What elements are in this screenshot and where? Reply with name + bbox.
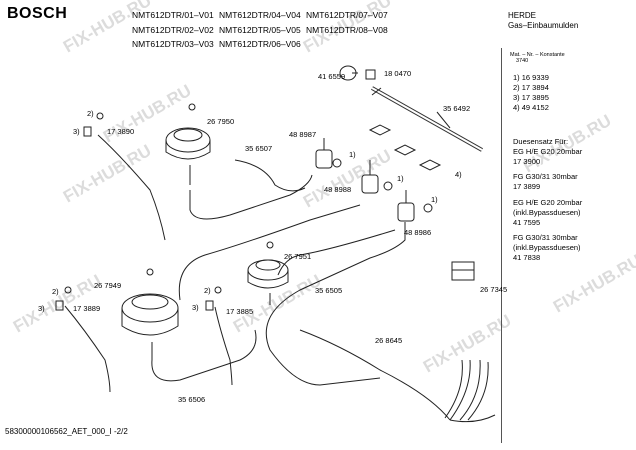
callout-label: 2) — [87, 109, 94, 118]
part-label: 17 3889 — [73, 304, 101, 313]
callout-label: 3) — [192, 303, 199, 312]
model-number: NMT612DTR/07–V07 — [306, 10, 388, 20]
note: EG H/E G20 20mbar — [513, 198, 583, 207]
callout-label: 4) — [455, 170, 462, 179]
model-number: NMT612DTR/06–V06 — [219, 39, 301, 49]
part-label: 17 3885 — [226, 307, 254, 316]
thermocouple-wire — [97, 134, 166, 241]
model-number: NMT612DTR/01–V01 — [132, 10, 214, 20]
model-number: NMT612DTR/08–V08 — [306, 25, 388, 35]
note: FG G30/31 30mbar — [513, 233, 578, 242]
gas-tube — [277, 229, 396, 276]
model-number: NMT612DTR/03–V03 — [132, 39, 214, 49]
product-subcategory: Gas–Einbaumulden — [508, 21, 579, 30]
part-label: 17 3890 — [107, 127, 135, 136]
burner-cup — [121, 293, 179, 323]
gas-valve — [315, 149, 333, 169]
part-label: 48 8988 — [324, 185, 352, 194]
callout-label: 1) — [349, 150, 356, 159]
part-label: 41 6559 — [318, 72, 346, 81]
part-label: 48 8986 — [404, 228, 432, 237]
document-footer: 58300000106562_AET_000_I -2/2 — [5, 427, 128, 436]
callout-label: 3) — [38, 304, 45, 313]
ignition-module — [451, 261, 475, 281]
note: 4) 49 4152 — [513, 103, 549, 112]
part-label: 35 6505 — [315, 286, 343, 295]
part-label: 35 6492 — [443, 104, 471, 113]
note: 41 7838 — [513, 253, 541, 262]
clip — [418, 159, 442, 171]
part-label: 26 7950 — [207, 117, 235, 126]
part-label: 26 7949 — [94, 281, 122, 290]
part-label: 26 8645 — [375, 336, 403, 345]
thermocouple-wire — [214, 306, 233, 386]
callout-label: 1) — [397, 174, 404, 183]
part-label: 26 7951 — [284, 252, 312, 261]
model-number: NMT612DTR/02–V02 — [132, 25, 214, 35]
callout-label: 2) — [52, 287, 59, 296]
note: 3) 17 3895 — [513, 93, 549, 102]
note: 17 3900 — [513, 157, 541, 166]
seal-ring — [365, 69, 376, 80]
gas-valve — [397, 202, 415, 222]
gas-tube — [189, 174, 313, 220]
material-label: Mat. – Nr. – Konstante — [510, 52, 565, 58]
gas-tube — [234, 159, 306, 192]
model-number: NMT612DTR/05–V05 — [219, 25, 301, 35]
part-label: 35 6506 — [178, 395, 206, 404]
clip — [368, 124, 392, 136]
gas-tube — [178, 204, 361, 301]
clip — [393, 144, 417, 156]
divider — [501, 48, 502, 443]
note: Duesensatz Für: — [513, 137, 569, 146]
note: (inkl.Bypassduesen) — [513, 208, 581, 217]
note: EG H/E G20 20mbar — [513, 147, 583, 156]
callout-label: 2) — [204, 286, 211, 295]
note: 2) 17 3894 — [513, 83, 549, 92]
model-number: NMT612DTR/04–V04 — [219, 10, 301, 20]
part-label: 18 0470 — [384, 69, 412, 78]
part-label: 48 8987 — [289, 130, 317, 139]
note: (inkl.Bypassduesen) — [513, 243, 581, 252]
ignition-harness — [299, 329, 451, 421]
note: FG G30/31 30mbar — [513, 172, 578, 181]
burner-cup — [165, 127, 211, 153]
product-category: HERDE — [508, 11, 537, 20]
gas-tube — [151, 329, 257, 382]
material-value: 3740 — [516, 58, 529, 64]
gas-valve — [361, 174, 379, 194]
part-label: 26 7345 — [480, 285, 508, 294]
note: 41 7595 — [513, 218, 541, 227]
note: 17 3899 — [513, 182, 541, 191]
thermocouple-wire — [64, 305, 111, 393]
part-label: 35 6507 — [245, 144, 273, 153]
brand-logo: BOSCH — [7, 5, 68, 22]
note: 1) 16 9339 — [513, 73, 549, 82]
callout-label: 1) — [431, 195, 438, 204]
callout-label: 3) — [73, 127, 80, 136]
gas-tube — [265, 222, 406, 386]
